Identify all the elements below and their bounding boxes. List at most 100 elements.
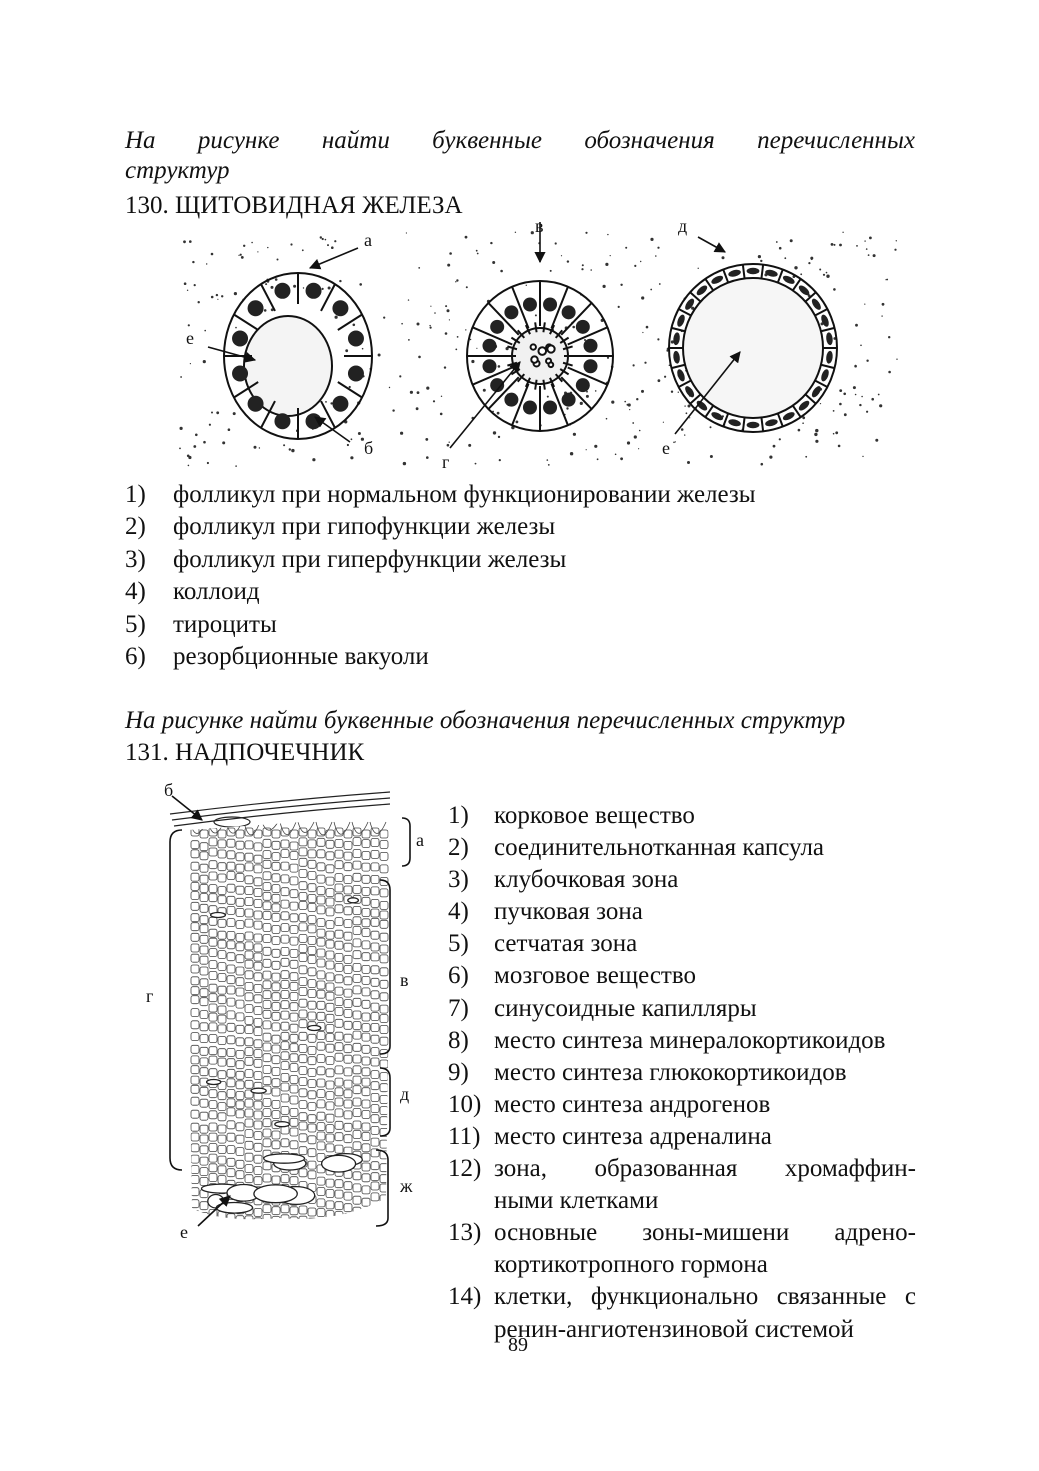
- vacuole-spike: [543, 380, 544, 390]
- stipple-dot: [455, 281, 456, 282]
- stipple-dot: [216, 294, 218, 296]
- stipple-dot: [808, 262, 810, 264]
- stipple-dot: [805, 456, 807, 458]
- stipple-dot: [839, 389, 842, 392]
- list-item: 6)резорбционные вакуоли: [125, 641, 756, 673]
- capillary: [308, 1026, 321, 1031]
- stipple-dot: [211, 412, 213, 414]
- label-v: в: [535, 216, 544, 236]
- stipple-dot: [433, 400, 435, 402]
- stipple-dot: [216, 411, 219, 414]
- label-d: д: [678, 216, 687, 236]
- nucleus: [523, 400, 537, 414]
- cell-wall: [679, 381, 691, 388]
- nucleus: [274, 413, 290, 429]
- nucleus: [523, 298, 537, 312]
- stipple-dot: [684, 434, 685, 435]
- nucleus: [782, 410, 796, 422]
- instruction-130: На рисунке найти буквенные обозначения п…: [125, 126, 915, 156]
- stipple-dot: [826, 275, 829, 278]
- stipple-dot: [547, 396, 549, 398]
- label-g: г: [442, 452, 449, 472]
- stipple-dot: [417, 391, 420, 394]
- stipple-dot: [632, 422, 634, 424]
- stipple-dot: [400, 432, 403, 435]
- list-item: 13)основные зоны-мишени адрено-: [448, 1217, 916, 1249]
- stipple-dot: [671, 391, 673, 393]
- stipple-dot: [594, 445, 597, 448]
- stipple-dot: [773, 445, 776, 448]
- capillary: [207, 1080, 221, 1085]
- stipple-dot: [834, 244, 836, 246]
- stipple-dot: [203, 360, 206, 363]
- stipple-dot: [835, 431, 838, 434]
- stipple-dot: [362, 348, 364, 350]
- stipple-dot: [636, 398, 638, 400]
- nucleus: [747, 422, 760, 428]
- stipple-dot: [779, 438, 781, 440]
- vacuole: [531, 356, 537, 362]
- stipple-dot: [434, 312, 436, 314]
- stipple-dot: [555, 242, 557, 244]
- cell-wall: [338, 315, 362, 331]
- stipple-dot: [794, 266, 797, 269]
- nucleus: [332, 396, 348, 412]
- cortical-cell: [371, 1206, 379, 1214]
- stipple-dot: [855, 394, 857, 396]
- stipple-dot: [465, 236, 468, 239]
- stipple-dot: [839, 403, 842, 406]
- stipple-dot: [406, 232, 407, 233]
- stipple-dot: [194, 284, 196, 286]
- stipple-dot: [192, 261, 194, 263]
- stipple-dot: [853, 386, 856, 389]
- stipple-dot: [209, 424, 211, 426]
- stipple-dot: [425, 438, 428, 441]
- stipple-dot: [430, 306, 431, 307]
- stipple-dot: [658, 379, 661, 382]
- stipple-dot: [426, 387, 429, 390]
- stipple-dot: [426, 456, 429, 459]
- stipple-dot: [838, 445, 841, 448]
- stipple-dot: [497, 412, 500, 415]
- stipple-dot: [290, 243, 292, 245]
- stipple-dot: [800, 273, 802, 275]
- stipple-dot: [429, 325, 430, 326]
- list-item-cont: ными клетками: [448, 1185, 916, 1217]
- list-item: 4)пучковая зона: [448, 896, 916, 928]
- list-item: 1)фолликул при нормальном функционирован…: [125, 479, 756, 511]
- stipple-dot: [188, 465, 190, 467]
- stipple-dot: [399, 375, 401, 377]
- cell-wall: [743, 417, 745, 431]
- stipple-dot: [254, 446, 257, 449]
- stipple-dot: [859, 404, 861, 406]
- page-number: 89: [508, 1334, 528, 1357]
- follicle-hyperfunction: [669, 264, 837, 432]
- stipple-dot: [251, 242, 253, 244]
- stipple-dot: [597, 458, 599, 460]
- stipple-dot: [866, 411, 868, 413]
- list-item: 3)клубочковая зона: [448, 864, 916, 896]
- list-item: 11)место синтеза адреналина: [448, 1121, 916, 1153]
- stipple-dot: [611, 401, 614, 404]
- cortical-cell: [344, 1213, 352, 1221]
- stipple-dot: [826, 272, 828, 274]
- stipple-dot: [526, 285, 527, 286]
- stipple-dot: [349, 386, 351, 388]
- stipple-dot: [445, 332, 448, 335]
- adrenal-label-b: б: [164, 780, 173, 800]
- stipple-dot: [663, 422, 664, 423]
- stipple-dot: [856, 245, 858, 247]
- label-a: а: [364, 230, 372, 250]
- stipple-dot: [640, 261, 641, 262]
- stipple-dot: [468, 444, 471, 447]
- instruction-130-cont: структур: [125, 156, 229, 186]
- stipple-dot: [238, 255, 239, 256]
- stipple-dot: [457, 336, 459, 338]
- stipple-dot: [686, 412, 688, 414]
- capillary: [348, 898, 359, 903]
- stipple-dot: [844, 413, 847, 416]
- stipple-dot: [606, 418, 608, 420]
- stipple-dot: [221, 295, 223, 297]
- stipple-dot: [833, 288, 836, 291]
- stipple-dot: [681, 428, 684, 431]
